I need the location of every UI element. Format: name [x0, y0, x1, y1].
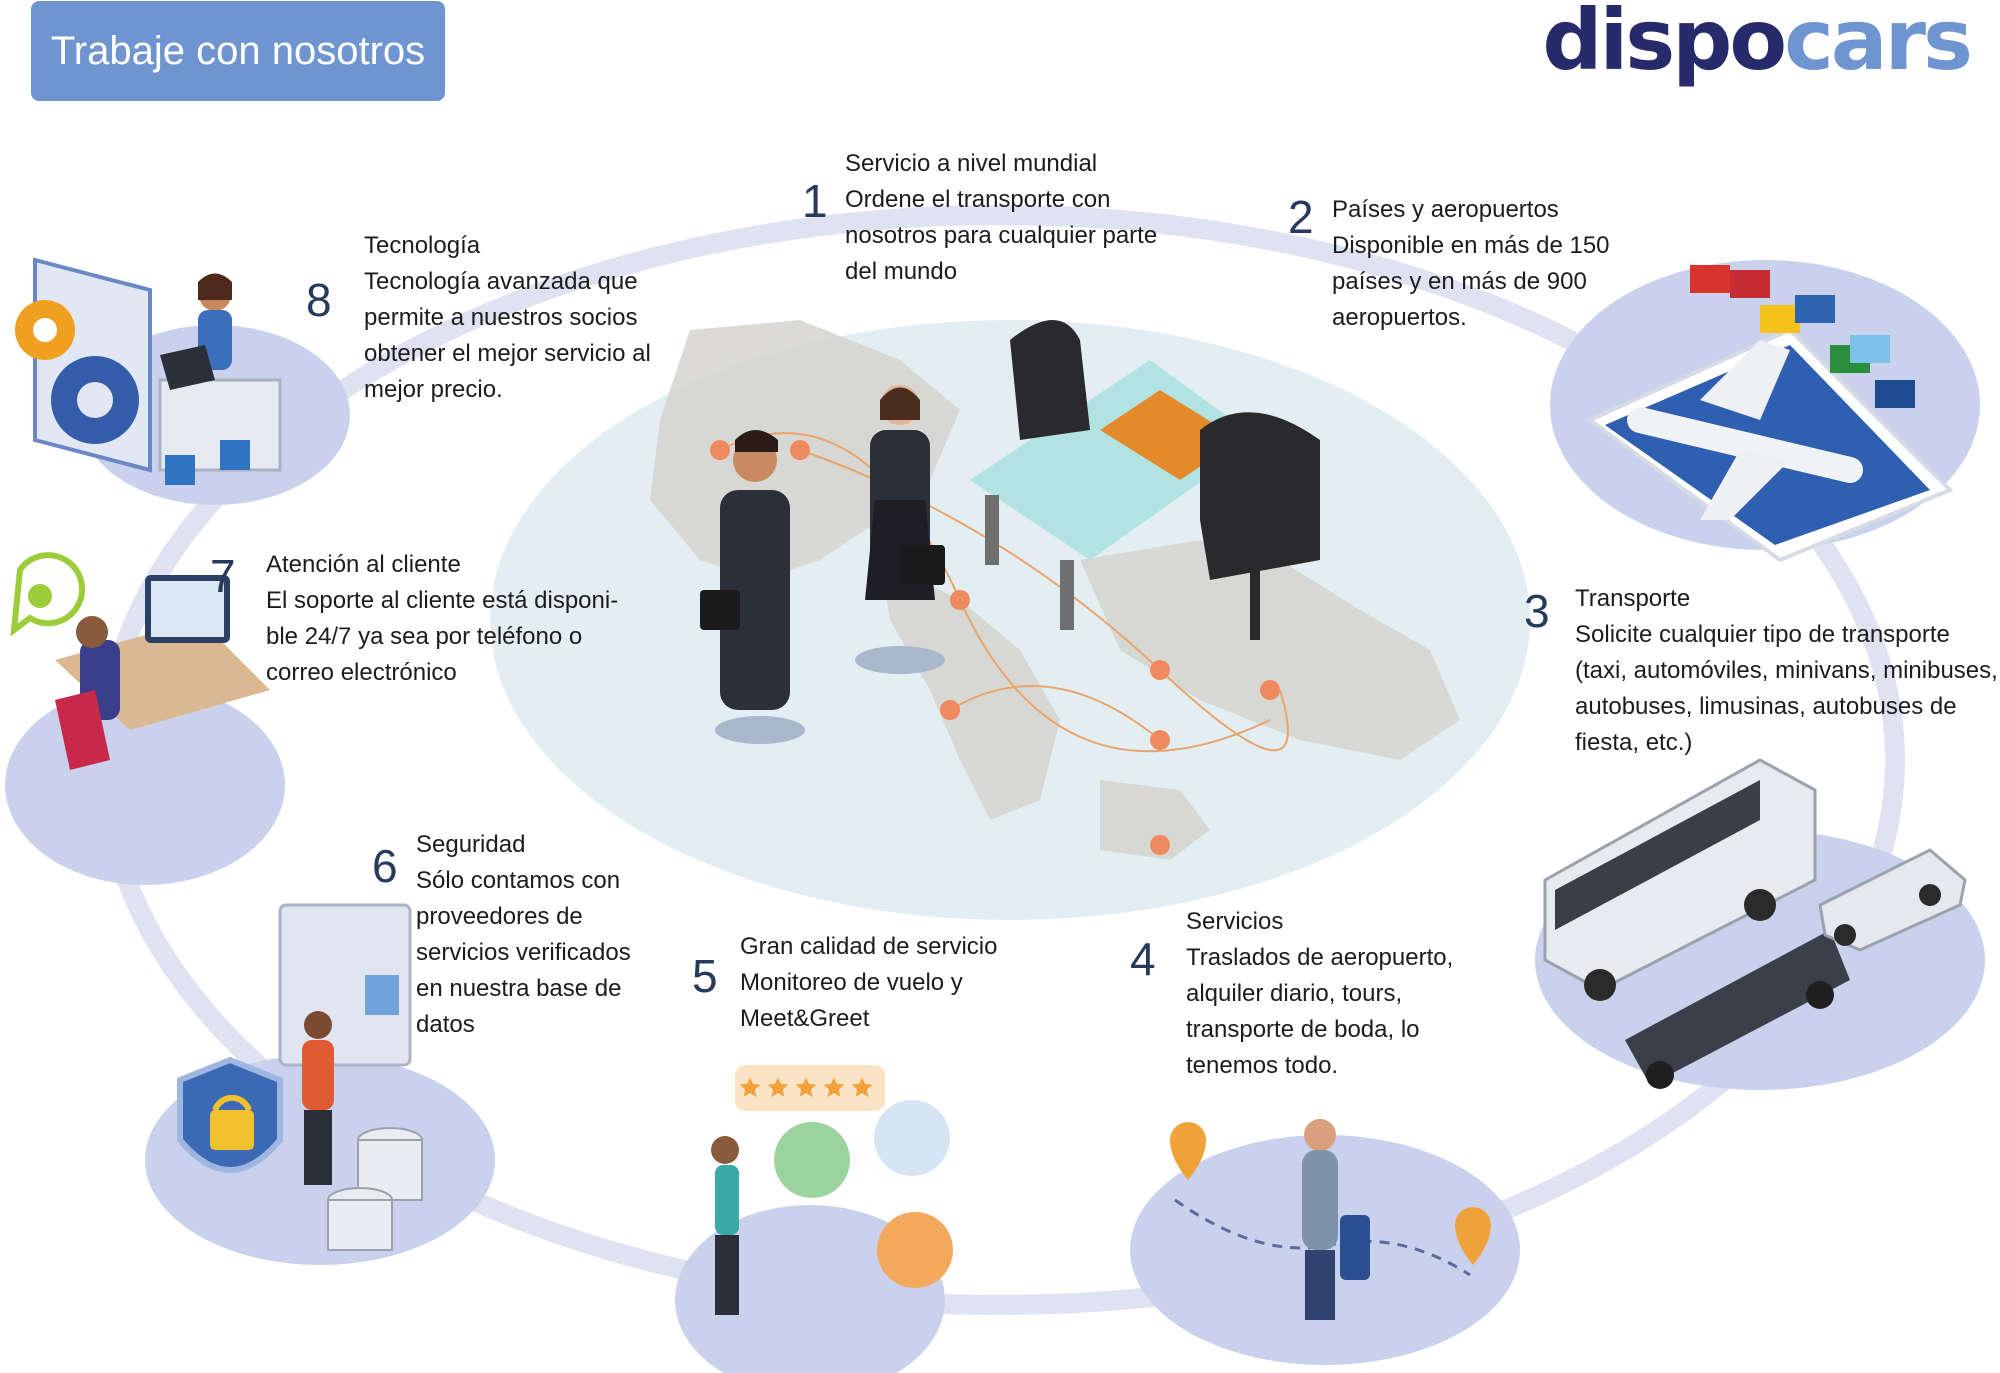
- step-3-line-1: Solicite cualquier tipo de transporte: [1575, 621, 1950, 648]
- logo-part-cars: cars: [1784, 0, 1973, 89]
- step-1-line-3: del mundo: [845, 258, 958, 285]
- step-1-text: Servicio a nivel mundial Ordene el trans…: [845, 146, 1225, 290]
- customer-support-agent-icon: [5, 552, 285, 885]
- rating-support-team-icon: [675, 1065, 953, 1373]
- step-2-line-1: Disponible en más de 150: [1332, 232, 1610, 259]
- step-8-line-4: mejor precio.: [364, 376, 503, 403]
- step-6-line-1: Sólo contamos con: [416, 867, 621, 894]
- step-4-line-4: tenemos todo.: [1186, 1052, 1339, 1079]
- step-2-line-3: aeropuertos.: [1332, 304, 1467, 331]
- step-4-line-2: alquiler diario, tours,: [1186, 980, 1403, 1007]
- step-8-line-1: Tecnología avanzada que: [364, 268, 638, 295]
- traveler-route-icon: [1130, 1119, 1520, 1365]
- step-8-number: 8: [306, 274, 332, 326]
- step-1-title: Servicio a nivel mundial: [845, 150, 1098, 177]
- star-icon: [739, 1077, 761, 1097]
- technology-gears-laptop-icon: [15, 257, 350, 505]
- logo-part-dispo: dispo: [1542, 0, 1787, 89]
- step-2-text: Países y aeropuertos Disponible en más d…: [1332, 192, 1692, 336]
- star-icon: [795, 1077, 817, 1097]
- step-1-number: 1: [802, 175, 828, 227]
- step-8-text: Tecnología Tecnología avanzada que permi…: [364, 228, 684, 408]
- step-7-line-2: ble 24/7 ya sea por teléfono o: [266, 623, 583, 650]
- step-4-title: Servicios: [1186, 908, 1284, 935]
- step-7-title: Atención al cliente: [266, 551, 461, 578]
- step-7-line-1: El soporte al cliente está disponi-: [266, 587, 619, 614]
- step-8-title: Tecnología: [364, 232, 481, 259]
- step-7-text: Atención al cliente El soporte al client…: [266, 547, 646, 691]
- step-3-line-2: (taxi, automóviles, minivans, minibuses,: [1575, 657, 1998, 684]
- step-5-number: 5: [692, 950, 718, 1002]
- step-4-number: 4: [1130, 933, 1156, 985]
- step-6-text: Seguridad Sólo contamos con proveedores …: [416, 827, 676, 1043]
- step-6-line-5: datos: [416, 1011, 475, 1038]
- step-2-number: 2: [1288, 191, 1314, 243]
- step-3-text: Transporte Solicite cualquier tipo de tr…: [1575, 581, 2000, 761]
- rating-stars: [739, 1077, 873, 1097]
- step-4-line-1: Traslados de aeropuerto,: [1186, 944, 1454, 971]
- step-5-text: Gran calidad de servicio Monitoreo de vu…: [740, 929, 1060, 1037]
- star-icon: [823, 1077, 845, 1097]
- step-6-line-2: proveedores de: [416, 903, 583, 930]
- step-2-title: Países y aeropuertos: [1332, 196, 1559, 223]
- step-3-title: Transporte: [1575, 585, 1691, 612]
- step-5-title: Gran calidad de servicio: [740, 933, 998, 960]
- step-7-number: 7: [210, 550, 236, 602]
- step-8-line-2: permite a nuestros socios: [364, 304, 638, 331]
- step-7-line-3: correo electrónico: [266, 659, 457, 686]
- star-icon: [767, 1077, 789, 1097]
- dispocars-logo: dispocars: [1542, 0, 1973, 90]
- bus-car-limousine-icon: [1535, 758, 1985, 1090]
- step-5-line-1: Monitoreo de vuelo y: [740, 969, 963, 996]
- step-3-line-3: autobuses, limusinas, autobuses de: [1575, 693, 1957, 720]
- step-3-line-4: fiesta, etc.): [1575, 729, 1693, 756]
- step-4-line-3: transporte de boda, lo: [1186, 1016, 1420, 1043]
- step-5-line-2: Meet&Greet: [740, 1005, 870, 1032]
- step-8-line-3: obtener el mejor servicio al: [364, 340, 651, 367]
- step-1-line-2: nosotros para cualquier parte: [845, 222, 1158, 249]
- step-4-text: Servicios Traslados de aeropuerto, alqui…: [1186, 904, 1506, 1084]
- airplane-flags-icon: [1550, 260, 1980, 563]
- step-2-line-2: países y en más de 900: [1332, 268, 1587, 295]
- step-6-line-3: servicios verificados: [416, 939, 631, 966]
- step-1-line-1: Ordene el transporte con: [845, 186, 1111, 213]
- step-6-title: Seguridad: [416, 831, 526, 858]
- handshake-world-map-icon: [490, 320, 1530, 920]
- step-6-line-4: en nuestra base de: [416, 975, 622, 1002]
- step-6-number: 6: [372, 840, 398, 892]
- step-3-number: 3: [1524, 585, 1550, 637]
- shield-lock-database-icon: [145, 903, 495, 1265]
- star-icon: [851, 1077, 873, 1097]
- work-with-us-button[interactable]: Trabaje con nosotros: [31, 1, 445, 101]
